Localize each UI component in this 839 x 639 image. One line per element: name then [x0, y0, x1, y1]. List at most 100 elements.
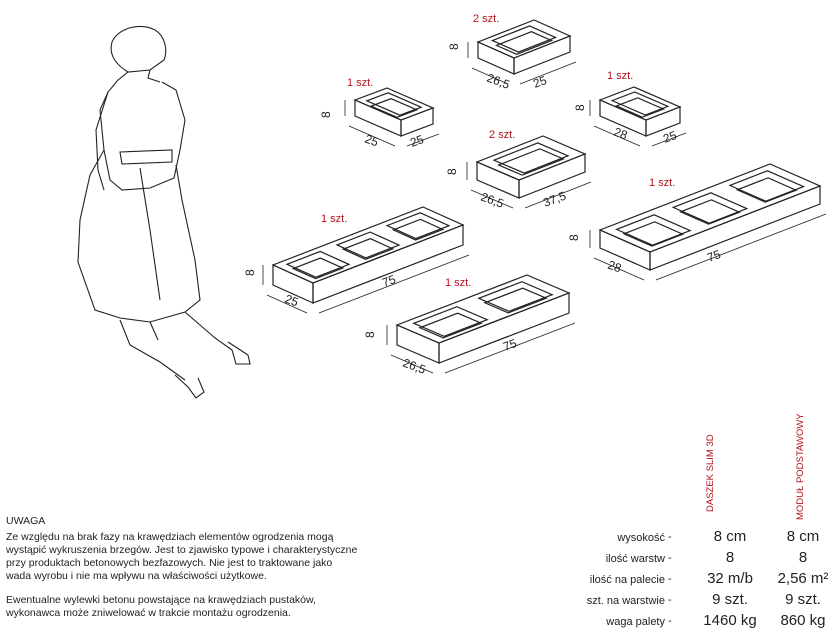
- spec-value-modul: 8: [798, 549, 808, 566]
- height-label: 8: [567, 234, 581, 241]
- qty-label: 1 szt.: [607, 70, 633, 82]
- note-line: Ze względu na brak fazy na krawędziach e…: [6, 531, 334, 543]
- block-cavity: [728, 170, 806, 202]
- block-cavity: [671, 192, 749, 224]
- block-side: [400, 107, 434, 137]
- woman-figure-illustration: [77, 25, 251, 399]
- block-side: [649, 185, 821, 271]
- block-cavity: [412, 306, 489, 337]
- qty-label: 1 szt.: [347, 77, 373, 89]
- block-side: [312, 224, 464, 304]
- spec-value-modul: 860 kg: [780, 612, 826, 629]
- qty-label: 2 szt.: [489, 129, 515, 141]
- note-line: Ewentualne wylewki betonu powstające na …: [6, 594, 316, 606]
- spec-dash: -: [668, 615, 672, 627]
- note-line: przy produktach betonowych bezfazowych. …: [6, 557, 333, 569]
- spec-label: wysokość: [617, 532, 665, 544]
- block-cavity-floor: [391, 218, 445, 241]
- depth-label: 75: [501, 336, 519, 354]
- dimension-line: [444, 322, 576, 374]
- qty-label: 1 szt.: [649, 177, 675, 189]
- width-label: 26,5: [401, 356, 428, 377]
- spec-value-daszek: 8 cm: [713, 528, 747, 545]
- concrete-blocks: [262, 19, 827, 374]
- dimension-line: [266, 294, 308, 314]
- dimension-line: [593, 257, 645, 281]
- notes-title: UWAGA: [6, 515, 46, 527]
- block-cavity-floor: [291, 257, 345, 280]
- spec-row: wysokość - 8 cm 8 cm: [540, 528, 835, 548]
- column-header-modul: MODUŁ PODSTAWOWY: [795, 413, 806, 520]
- block-cavity: [385, 212, 451, 240]
- block-cavity-floor: [679, 199, 741, 225]
- height-label: 8: [445, 168, 459, 175]
- depth-label: 75: [705, 247, 723, 265]
- block-cavity-floor: [341, 238, 395, 260]
- spec-value-daszek: 9 szt.: [712, 591, 748, 608]
- depth-label: 25: [408, 132, 426, 150]
- block-cavity: [285, 250, 351, 278]
- dimension-line: [593, 125, 641, 147]
- spec-value-daszek: 1460 kg: [703, 612, 757, 629]
- dimension-line: [524, 181, 592, 209]
- spec-value-daszek: 8: [725, 549, 735, 566]
- block-cavity-floor: [497, 148, 565, 176]
- spec-label: waga palety: [606, 616, 665, 628]
- spec-value-modul: 9 szt.: [785, 591, 821, 608]
- block-side: [645, 106, 681, 137]
- qty-label: 1 szt.: [445, 277, 471, 289]
- block-cavity: [614, 214, 692, 246]
- depth-label: 37,5: [541, 189, 568, 210]
- spec-value-modul: 8 cm: [786, 528, 820, 545]
- width-label: 28: [606, 258, 624, 276]
- dimension-line: [470, 189, 514, 209]
- spec-dash: -: [668, 573, 672, 585]
- block-side: [518, 153, 586, 199]
- dimension-line: [318, 254, 470, 314]
- spec-dash: -: [668, 531, 672, 543]
- block-side: [513, 35, 571, 75]
- block-cavity: [477, 281, 554, 312]
- width-label: 28: [612, 125, 630, 143]
- spec-label: ilość warstw: [605, 553, 665, 565]
- spec-label: ilość na palecie: [589, 574, 665, 586]
- height-label: 8: [447, 43, 461, 50]
- height-label: 8: [363, 331, 377, 338]
- block-cavity: [365, 92, 423, 116]
- spec-label: szt. na warstwie: [586, 595, 665, 607]
- height-label: 8: [319, 111, 333, 118]
- block-cavity-floor: [418, 312, 483, 339]
- block-cavity-floor: [622, 221, 685, 247]
- qty-label: 2 szt.: [473, 13, 499, 25]
- block-cavity: [335, 231, 401, 259]
- block-cavity-floor: [494, 31, 554, 55]
- note-line: wykonawca może zniwelować w trakcie mont…: [6, 607, 291, 619]
- width-label: 25: [283, 292, 301, 310]
- notes-paragraph-2: Ewentualne wylewki betonu powstające na …: [6, 594, 416, 620]
- dimension-line: [471, 67, 509, 85]
- column-header-daszek: DASZEK SLIM 3D: [705, 434, 716, 512]
- spec-dash: -: [668, 552, 672, 564]
- spec-value-modul: 2,56 m²: [777, 570, 829, 587]
- height-label: 8: [243, 269, 257, 276]
- dimension-line: [390, 354, 434, 374]
- spec-value-daszek: 32 m/b: [707, 570, 753, 587]
- notes-paragraph-1: Ze względu na brak fazy na krawędziach e…: [6, 531, 416, 583]
- spec-row: waga palety - 1460 kg 860 kg: [540, 612, 835, 632]
- qty-label: 1 szt.: [321, 213, 347, 225]
- depth-label: 25: [661, 128, 679, 146]
- depth-label: 75: [380, 272, 398, 290]
- labels-layer: 2 szt. 8 26,5 25 1 szt. 8 25 25 1 szt. 8…: [243, 13, 723, 377]
- block-side: [438, 292, 570, 364]
- block-cavity-floor: [614, 97, 666, 118]
- dimension-line: [406, 133, 440, 147]
- dimension-line: [651, 132, 687, 147]
- height-label: 8: [573, 104, 587, 111]
- spec-row: szt. na warstwie - 9 szt. 9 szt.: [540, 591, 835, 611]
- block-cavity: [492, 142, 570, 174]
- width-label: 26,5: [485, 71, 512, 92]
- block-cavity: [490, 25, 558, 53]
- dimension-line: [519, 61, 577, 85]
- notes-section: UWAGA Ze względu na brak fazy na krawędz…: [6, 515, 416, 620]
- depth-label: 25: [531, 73, 549, 91]
